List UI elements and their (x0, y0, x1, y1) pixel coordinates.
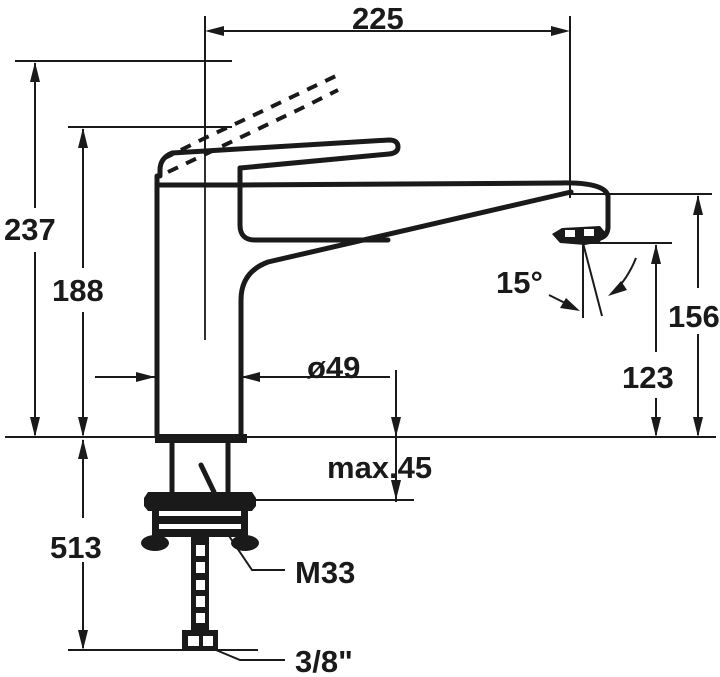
arrow-max45-top (391, 417, 401, 437)
lever-raised-dashed-upper (162, 73, 339, 161)
thread-notch-5 (196, 613, 205, 623)
arrow-237-bottom (30, 417, 40, 437)
thread-notch-2 (196, 562, 205, 573)
aerator-detail-right (584, 229, 594, 236)
label-overall-height: 237 (4, 212, 56, 247)
bracket-foot-right (231, 535, 259, 551)
arrow-d49-left (136, 372, 155, 382)
arrow-513-top (78, 439, 88, 459)
label-spout-height: 188 (52, 273, 104, 308)
bracket-foot-left (141, 535, 169, 551)
thread-notch-3 (196, 580, 205, 590)
counter-seal-plate (155, 434, 247, 443)
connector-hole-left (188, 636, 199, 646)
arrow-156-top (693, 195, 703, 215)
label-below-counter: 513 (50, 530, 102, 565)
spout-top-profile (240, 180, 611, 242)
label-supply-connection: 3/8" (295, 644, 353, 677)
angle-arrow-right-head (608, 281, 627, 296)
arrow-188-top (78, 128, 88, 148)
aerator-housing (552, 226, 605, 245)
lever-raised-dashed-lower (167, 88, 339, 174)
arrow-123-bottom (651, 417, 661, 437)
lever-handle-underside (237, 165, 391, 243)
label-mounting-thread: M33 (295, 555, 355, 590)
angle-tilted-line (582, 242, 603, 317)
angle-arrow-left-head (560, 298, 580, 311)
bracket-leg-right (241, 511, 248, 539)
arrow-188-bottom (78, 417, 88, 437)
mounting-bracket-plate (158, 529, 242, 537)
arrow-225-right (551, 26, 570, 36)
arrow-d49-right (241, 372, 260, 382)
thread-notch-4 (196, 596, 205, 607)
arrow-156-bottom (693, 417, 703, 437)
label-swivel-angle: 15° (496, 265, 543, 300)
lever-handle-outline (157, 137, 401, 179)
arrow-225-left (205, 26, 224, 36)
thread-notch-1 (196, 545, 205, 556)
connector-hole-right (203, 636, 213, 646)
mounting-bracket-middle (152, 516, 248, 524)
bracket-leg-left (152, 511, 159, 539)
arrow-513-bottom (78, 630, 88, 650)
label-max-thickness: max.45 (327, 450, 432, 485)
label-overall-reach: 225 (352, 1, 404, 36)
aerator-detail-left (565, 230, 575, 237)
arrow-123-top (651, 244, 661, 264)
label-outlet-height-123: 123 (622, 360, 674, 395)
shank-leader-tick (198, 462, 217, 495)
label-body-diameter: ø49 (307, 350, 360, 385)
mounting-bracket-top (144, 492, 256, 511)
label-outlet-height-156: 156 (668, 299, 720, 334)
arrow-237-top (30, 62, 40, 82)
leader-line-supply (215, 649, 285, 661)
arrow-max45-bottom (391, 480, 401, 500)
body-right-wall-and-spout-underside (238, 189, 574, 440)
